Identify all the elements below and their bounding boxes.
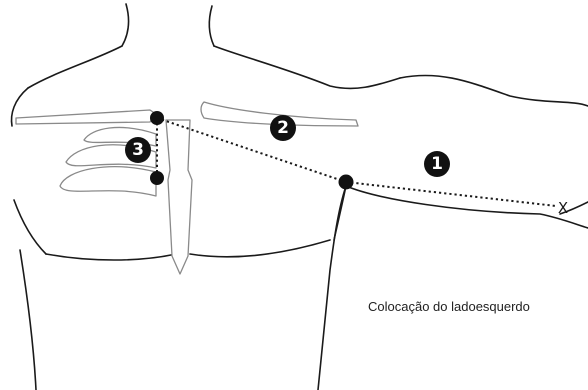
neck-right-outline bbox=[209, 6, 214, 46]
torso-left-side bbox=[20, 250, 36, 390]
left-clavicle bbox=[16, 110, 156, 124]
point-clavicle-junction bbox=[150, 111, 164, 125]
step-number-2: 2 bbox=[277, 118, 289, 138]
step-badge-2: 2 bbox=[270, 115, 296, 141]
step-number-1: 1 bbox=[431, 154, 443, 174]
point-axilla bbox=[339, 175, 354, 190]
rib-lower bbox=[60, 167, 156, 196]
guide-axilla-to-arm-end bbox=[346, 182, 556, 206]
step-badge-1: 1 bbox=[424, 151, 450, 177]
arm-lower-outline bbox=[346, 186, 588, 228]
step-badge-3: 3 bbox=[125, 137, 151, 163]
pectoral-left-line bbox=[14, 200, 46, 254]
right-shoulder-outline bbox=[214, 46, 400, 88]
axilla-fold bbox=[334, 186, 346, 240]
placement-caption: Colocação do ladoesquerdo bbox=[368, 299, 530, 314]
left-shoulder-outline bbox=[28, 46, 122, 88]
pectoral-lower-line bbox=[46, 254, 176, 260]
neck-left-outline bbox=[122, 4, 129, 46]
end-x-mark: X bbox=[558, 199, 568, 217]
pectoral-right-line bbox=[190, 240, 330, 257]
arm-upper-outline bbox=[400, 75, 588, 106]
sternum bbox=[166, 120, 192, 274]
torso-right-side bbox=[318, 186, 346, 390]
point-sternum-lower bbox=[150, 171, 164, 185]
step-number-3: 3 bbox=[132, 140, 144, 160]
